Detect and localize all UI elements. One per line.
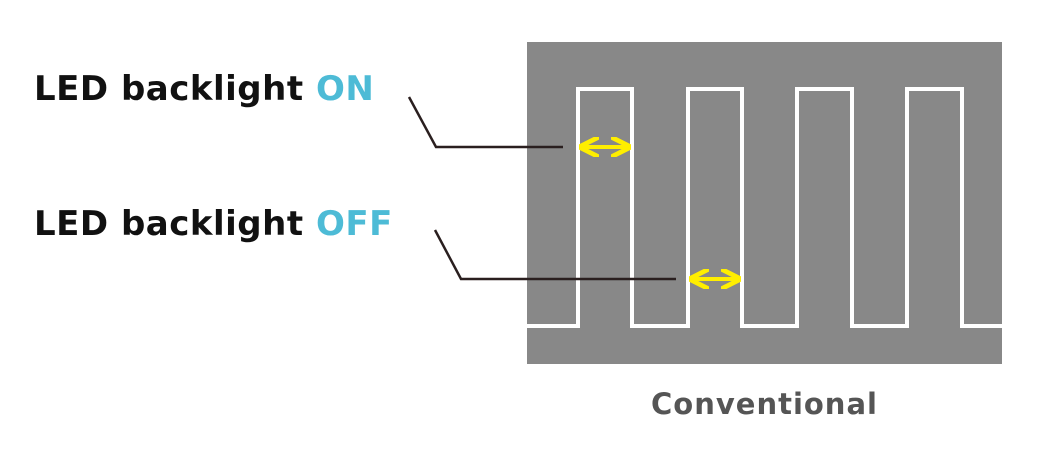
- pwm-waveform: [527, 87, 1002, 328]
- label-backlight-on-prefix: LED backlight: [34, 69, 316, 109]
- leader-line-off: [433, 229, 676, 281]
- waveform-panel: [527, 42, 1002, 364]
- label-backlight-on: LED backlight ON: [34, 72, 374, 106]
- label-backlight-off-prefix: LED backlight: [34, 204, 316, 244]
- diagram-caption: Conventional: [651, 387, 878, 421]
- label-state-on: ON: [315, 69, 375, 109]
- label-state-off: OFF: [315, 204, 393, 244]
- leader-line-on: [407, 96, 563, 149]
- label-backlight-off: LED backlight OFF: [34, 207, 393, 241]
